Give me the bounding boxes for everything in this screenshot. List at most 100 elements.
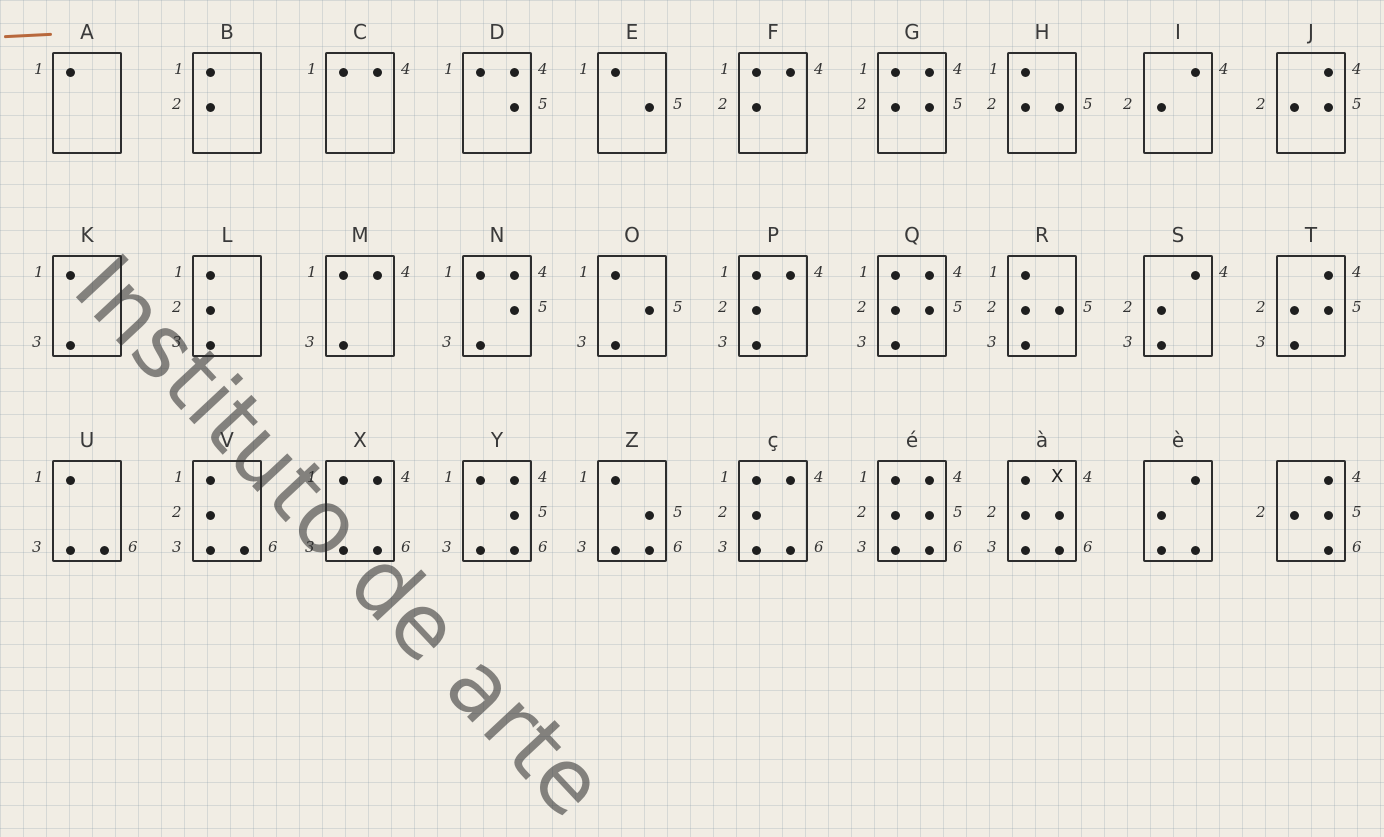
braille-dot-1 [1021, 68, 1030, 77]
letter-label: M [325, 223, 395, 247]
braille-dot-4 [786, 271, 795, 280]
braille-dot-5 [645, 511, 654, 520]
braille-dot-4 [786, 68, 795, 77]
dot-number: 4 [538, 263, 548, 281]
dot-number: 6 [673, 538, 683, 556]
dot-number: 6 [401, 538, 411, 556]
braille-dot-4 [1191, 271, 1200, 280]
dot-number: 1 [307, 468, 317, 486]
braille-dot-4 [373, 68, 382, 77]
dot-number: 1 [34, 263, 44, 281]
braille-box [192, 255, 262, 357]
dot-number: 1 [34, 60, 44, 78]
braille-box [462, 460, 532, 562]
braille-dot-1 [66, 271, 75, 280]
braille-dot-2 [206, 306, 215, 315]
braille-box [597, 255, 667, 357]
dot-number: 5 [538, 298, 548, 316]
braille-dot-3 [1021, 546, 1030, 555]
dot-number: 1 [720, 60, 730, 78]
braille-dot-3 [206, 341, 215, 350]
dot-number: 2 [1123, 95, 1133, 113]
braille-dot-2 [206, 103, 215, 112]
dot-number: 4 [401, 468, 411, 486]
letter-label: F [738, 20, 808, 44]
braille-box [52, 460, 122, 562]
braille-dot-5 [1055, 306, 1064, 315]
braille-dot-3 [891, 341, 900, 350]
letter-label: N [462, 223, 532, 247]
braille-box [1007, 460, 1077, 562]
braille-dot-5 [510, 103, 519, 112]
red-pencil-mark [4, 33, 52, 39]
dot-number: 4 [401, 60, 411, 78]
braille-box [325, 255, 395, 357]
dot-number: 5 [953, 298, 963, 316]
dot-number: 5 [1352, 298, 1362, 316]
braille-dot-2 [1021, 511, 1030, 520]
braille-box [192, 460, 262, 562]
dot-number: 3 [172, 333, 182, 351]
dot-number: 4 [1352, 468, 1362, 486]
braille-dot-1 [752, 476, 761, 485]
braille-dot-1 [206, 476, 215, 485]
dot-number: 1 [720, 468, 730, 486]
letter-label: P [738, 223, 808, 247]
braille-dot-5 [925, 511, 934, 520]
braille-dot-4 [786, 476, 795, 485]
braille-dot-3 [206, 546, 215, 555]
dot-number: 4 [1083, 468, 1093, 486]
braille-box [1276, 255, 1346, 357]
braille-box [597, 52, 667, 154]
dot-number: 3 [442, 333, 452, 351]
dot-number: 1 [579, 263, 589, 281]
dot-number: 4 [538, 60, 548, 78]
braille-dot-3 [1157, 546, 1166, 555]
dot-number: 3 [1256, 333, 1266, 351]
dot-number: 2 [987, 503, 997, 521]
braille-dot-1 [66, 476, 75, 485]
braille-dot-3 [611, 546, 620, 555]
braille-dot-6 [510, 546, 519, 555]
dot-number: 4 [1219, 60, 1229, 78]
dot-number: 4 [953, 468, 963, 486]
dot-number: 3 [172, 538, 182, 556]
dot-number: 3 [987, 333, 997, 351]
braille-dot-1 [611, 476, 620, 485]
dot-number: 5 [1083, 298, 1093, 316]
braille-dot-1 [752, 68, 761, 77]
dot-number: 6 [538, 538, 548, 556]
braille-box [1143, 52, 1213, 154]
dot-number: 2 [1256, 298, 1266, 316]
braille-dot-5 [510, 511, 519, 520]
braille-dot-1 [206, 271, 215, 280]
braille-dot-2 [1157, 306, 1166, 315]
dot-number: 2 [718, 503, 728, 521]
braille-dot-2 [1290, 306, 1299, 315]
braille-dot-3 [339, 546, 348, 555]
braille-dot-4 [373, 476, 382, 485]
braille-dot-4 [510, 68, 519, 77]
braille-dot-1 [476, 68, 485, 77]
braille-box [877, 52, 947, 154]
braille-dot-4 [1324, 476, 1333, 485]
braille-dot-5 [1055, 511, 1064, 520]
braille-dot-4 [1324, 68, 1333, 77]
letter-label: Z [597, 428, 667, 452]
dot-number: 4 [814, 263, 824, 281]
braille-dot-5 [925, 103, 934, 112]
letter-label: O [597, 223, 667, 247]
letter-label: X [325, 428, 395, 452]
